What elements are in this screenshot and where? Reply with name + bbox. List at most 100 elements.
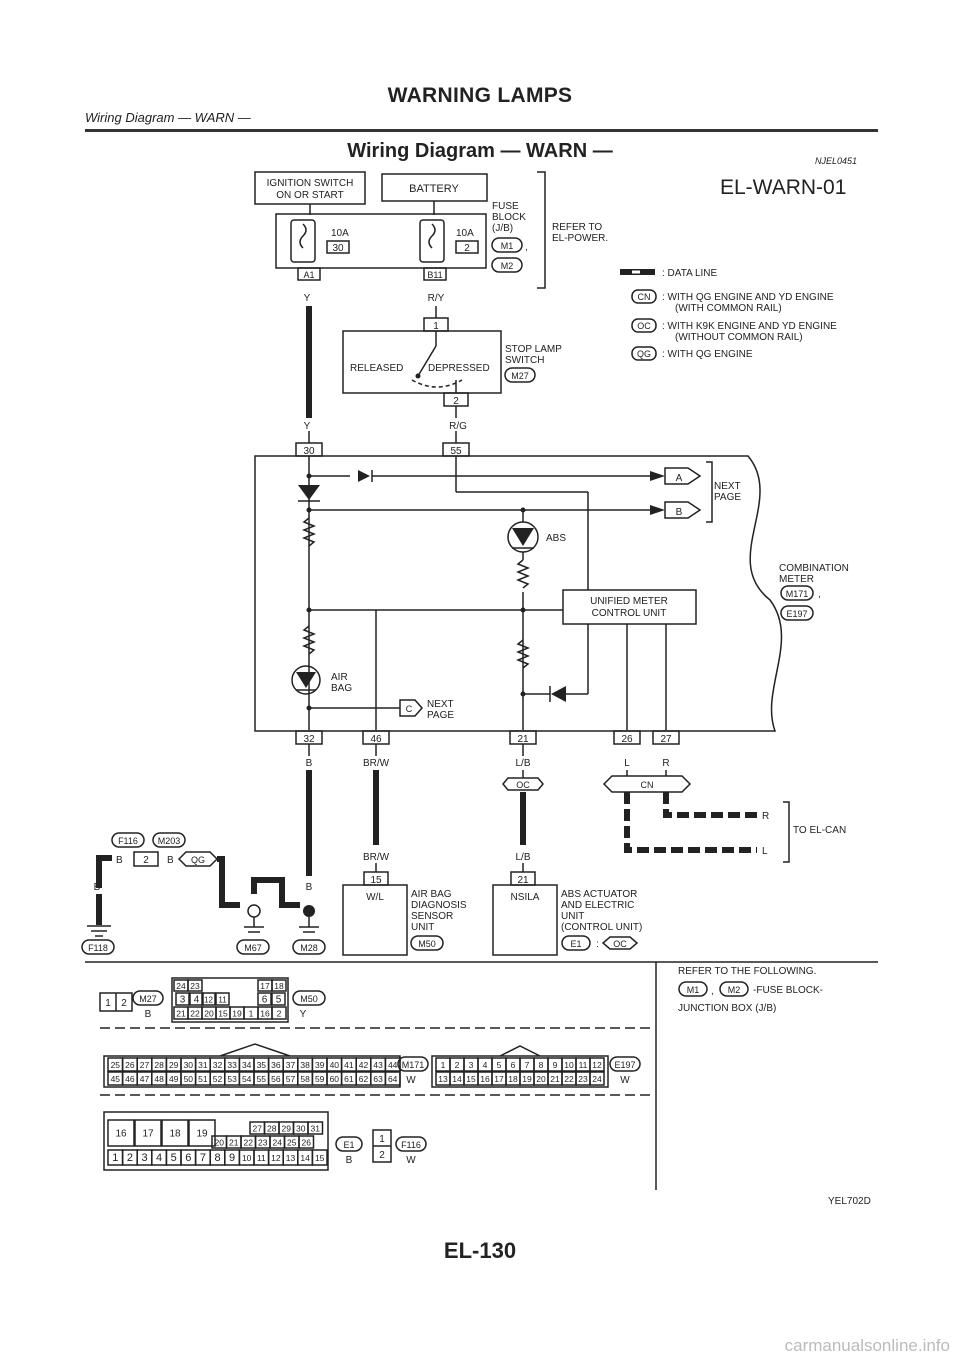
m171-name: M171 [402,1060,425,1070]
e197-bot-pin: 14 [452,1074,462,1084]
legend-qg-text: : WITH QG ENGINE [662,349,753,360]
m27-color: B [145,1009,152,1020]
abs-unit-label-3: UNIT [561,911,584,922]
watermark: carmanualsonline.info [784,1336,950,1355]
fuse-left-num: 30 [332,243,344,254]
m171-bot-pin: 52 [213,1074,223,1084]
e1-bot-pin: 15 [315,1153,325,1163]
legend-qg-tag: QG [637,349,651,359]
stop-label-2: SWITCH [505,355,544,366]
connector-f116: 1 2 F116 W [372,1129,427,1166]
m171-bot-pin: 49 [169,1074,179,1084]
m171-bot-pin: 64 [388,1074,398,1084]
wire-y-top: Y [304,293,311,304]
reference-block: REFER TO THE FOLLOWING. M1 , M2 -FUSE BL… [678,966,823,1014]
fuse-block-label-3: (J/B) [492,223,513,234]
page-header-subtitle: Wiring Diagram — WARN — [85,110,251,125]
e197-bot-pin: 16 [480,1074,490,1084]
e1-big-pin: 16 [115,1129,127,1140]
gnd-wire-b7: B [306,882,313,893]
m171-top-pin: 27 [140,1060,150,1070]
m171-bot-pin: 50 [184,1074,194,1084]
e1-upper-pin: 31 [311,1124,321,1134]
m171-bot-pin: 47 [140,1074,150,1084]
arrow-a: A [676,473,683,484]
combination-meter: 30 55 A B NEXT PAGE AIR [254,442,849,732]
e197-top-pin: 7 [525,1060,530,1070]
m171-bot-pin: 51 [198,1074,208,1084]
fuse-block-label-2: BLOCK [492,212,526,223]
next-page-c-1: NEXT [427,699,454,710]
fuse-conn-m1: M1 [501,241,514,251]
e1-bot-pin: 14 [300,1153,310,1163]
refer-to-label: REFER TO [552,222,602,233]
e197-color: W [620,1075,630,1086]
m50-mid-pin: 3 [180,995,186,1006]
airbag-unit-label-4: UNIT [411,922,434,933]
m171-top-pin: 28 [154,1060,164,1070]
fuse-comma: , [525,242,528,253]
diagram-id: EL-WARN-01 [720,176,846,199]
m50-bot-pin: 22 [190,1009,200,1019]
e1-mid-pin: 24 [273,1138,283,1148]
conn-b11: B11 [427,270,442,280]
legend-cn-tag: CN [638,292,651,302]
m50-bot-pin: 20 [204,1009,214,1019]
e1-bot-pin: 8 [214,1152,220,1164]
e197-top-pin: 3 [469,1060,474,1070]
m50-bot-pin: 2 [277,1009,282,1019]
m171-top-pin: 31 [198,1060,208,1070]
ref-m1: M1 [687,985,700,995]
wire-y-mid: Y [304,421,311,432]
conn-a1: A1 [303,270,314,280]
m171-bot-pin: 62 [359,1074,369,1084]
m171-top-pin: 36 [271,1060,281,1070]
e1-mid-pin: 21 [229,1138,239,1148]
e1-mid-pin: 20 [215,1138,225,1148]
airbag-sensor-unit: BR/W 15 W/L AIR BAG DIAGNOSIS SENSOR UNI… [342,852,467,956]
m171-top-pin: 34 [242,1060,252,1070]
oc-tag-mid: OC [516,780,530,790]
m50-bot-pin: 19 [232,1009,242,1019]
e1-big-pin: 17 [142,1129,154,1140]
e1-name: E1 [343,1140,354,1150]
e1-upper-pin: 28 [267,1124,277,1134]
can-l: L [762,846,768,857]
e197-bot-pin: 22 [564,1074,574,1084]
gnd-m67: M67 [244,943,262,953]
e197-bot-pin: 21 [550,1074,560,1084]
gnd-pin2: 2 [143,855,149,866]
ref-desc: -FUSE BLOCK- [753,985,823,996]
header-rule [85,129,878,132]
m50-bot-pin: 1 [249,1009,254,1019]
m171-bot-pin: 46 [125,1074,135,1084]
e197-top-pin: 2 [455,1060,460,1070]
battery-label: BATTERY [409,183,459,195]
f116-pin1: 1 [379,1134,385,1145]
e197-top-pin: 5 [497,1060,502,1070]
can-r: R [762,811,769,822]
e1-mid-pin: 25 [287,1138,297,1148]
m50-mid-pin: 5 [276,995,282,1006]
m171-bot-pin: 55 [257,1074,267,1084]
meter-conn-e197: E197 [786,609,807,619]
fuse-right-amp: 10A [456,228,474,239]
e1-upper-pin: 30 [296,1124,306,1134]
meter-pin-30: 30 [303,446,315,457]
m171-top-pin: 37 [286,1060,296,1070]
connector-m27: 1 2 M27 B [99,990,164,1020]
legend-cn-text2: (WITH COMMON RAIL) [675,303,782,314]
gnd-wire-b1: B [116,855,123,866]
ucu-label-2: CONTROL UNIT [592,608,667,619]
m171-bot-pin: 56 [271,1074,281,1084]
can-data-line: CN R L TO EL-CAN [602,770,846,863]
m171-top-pin: 33 [227,1060,237,1070]
m50-bot-pin: 21 [176,1009,186,1019]
e1-bot-pin: 6 [185,1152,191,1164]
m171-bot-pin: 57 [286,1074,296,1084]
pin-27: 27 [660,734,672,745]
m50-mid-pin: 4 [194,995,200,1006]
e1-bot-pin: 5 [171,1152,177,1164]
